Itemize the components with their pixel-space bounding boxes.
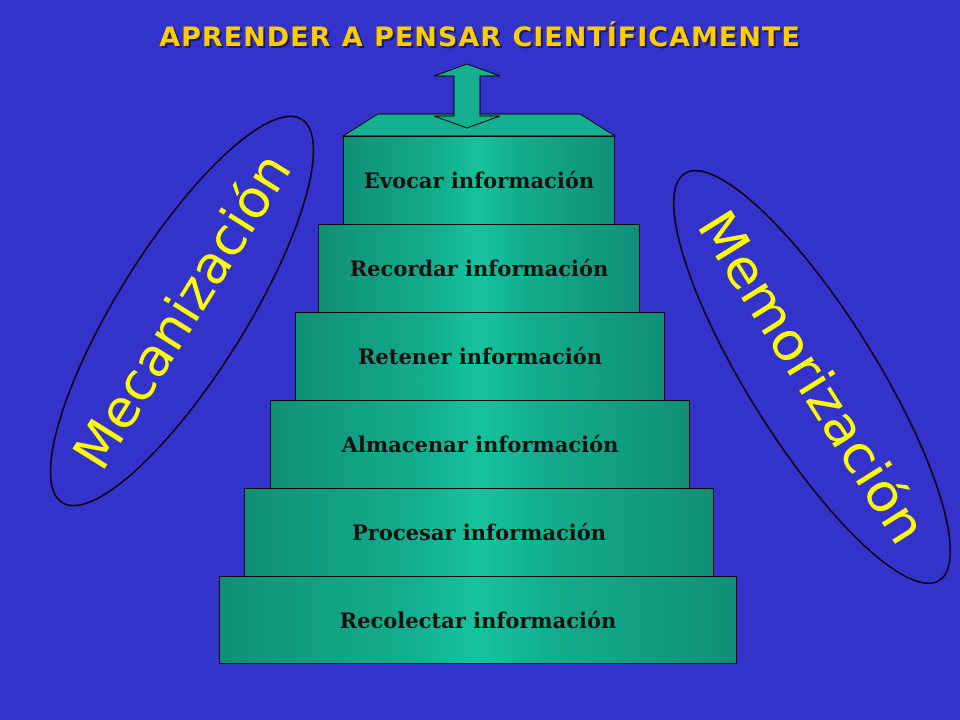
left-label: Mecanización — [62, 143, 304, 480]
step-recolectar: Recolectar información — [219, 576, 737, 664]
step-almacenar: Almacenar información — [270, 400, 690, 489]
step-recordar: Recordar información — [318, 224, 640, 313]
step-evocar: Evocar información — [343, 136, 615, 225]
page-title: APRENDER A PENSAR CIENTÍFICAMENTE — [159, 22, 801, 53]
right-ellipse-group: Memorización — [672, 169, 952, 585]
left-ellipse-group: Mecanización — [49, 115, 315, 507]
step-procesar: Procesar información — [244, 488, 714, 577]
right-ellipse — [672, 169, 952, 585]
step-retener: Retener información — [295, 312, 665, 401]
left-ellipse — [49, 115, 315, 507]
right-label: Memorización — [685, 201, 937, 555]
double-up-arrow-icon — [433, 63, 501, 129]
